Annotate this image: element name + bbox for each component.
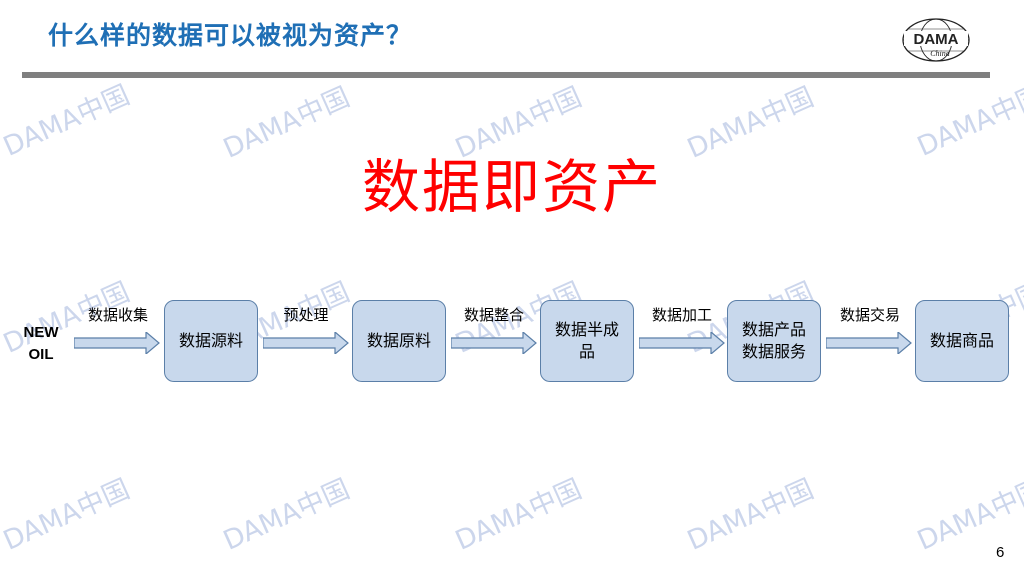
- edge-label-preprocess: 预处理: [283, 306, 329, 324]
- flow-source-label: NEW OIL: [23, 324, 59, 363]
- flow-arrow: [263, 332, 349, 354]
- flow-arrow: [639, 332, 725, 354]
- svg-text:DAMA: DAMA: [914, 31, 959, 48]
- watermark: DAMA中国: [218, 473, 355, 557]
- node-label: 数据原料: [366, 331, 431, 350]
- flow-arrow: [74, 332, 160, 354]
- node-commodity: 数据商品: [915, 300, 1009, 382]
- node-label: 数据半成品: [554, 320, 619, 361]
- node-product-service: 数据产品 数据服务: [727, 300, 821, 382]
- node-label: 数据源料: [178, 331, 243, 350]
- flow-arrow: [826, 332, 912, 354]
- dama-china-logo: DAMA China: [902, 18, 970, 62]
- node-raw-material: 数据原料: [352, 300, 446, 382]
- watermark: DAMA中国: [682, 473, 819, 557]
- edge-label-collect: 数据收集: [87, 306, 148, 324]
- node-label: 数据产品 数据服务: [741, 320, 806, 361]
- watermark: DAMA中国: [450, 473, 587, 557]
- watermark: DAMA中国: [0, 473, 135, 557]
- node-data-source: 数据源料: [164, 300, 258, 382]
- edge-label-trade: 数据交易: [839, 306, 900, 324]
- node-semi-finished: 数据半成品: [540, 300, 634, 382]
- edge-label-process: 数据加工: [651, 306, 712, 324]
- slide-title: 什么样的数据可以被视为资产？: [48, 21, 413, 50]
- title-divider: [22, 72, 990, 78]
- edge-label-integrate: 数据整合: [463, 306, 524, 324]
- watermark: DAMA中国: [912, 473, 1024, 557]
- flow-arrow: [451, 332, 537, 354]
- headline: 数据即资产: [361, 153, 662, 221]
- page-number: 6: [996, 544, 1005, 561]
- svg-text:China: China: [930, 49, 950, 58]
- node-label: 数据商品: [929, 331, 994, 350]
